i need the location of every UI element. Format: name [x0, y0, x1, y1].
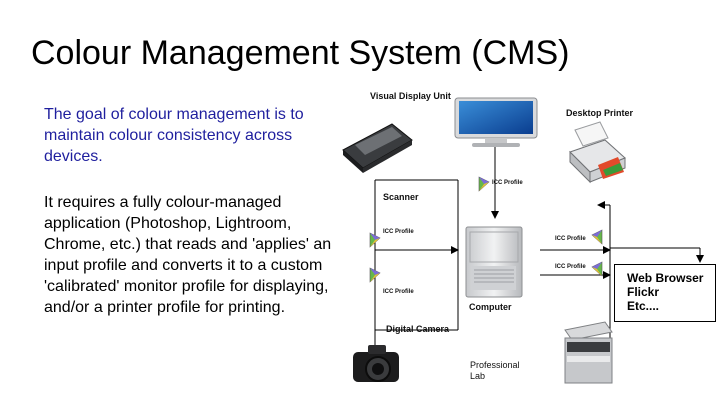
- icc-profile-label: ICC Profile: [383, 229, 414, 235]
- label-professional-lab: Professional Lab: [470, 360, 520, 381]
- icc-profile-label: ICC Profile: [555, 264, 586, 270]
- label-desktop-printer: Desktop Printer: [566, 108, 634, 118]
- icc-profile-label: ICC Profile: [492, 180, 523, 186]
- intro-text: The goal of colour management is to main…: [44, 106, 304, 165]
- printer-icon: [569, 121, 626, 184]
- icc-profile-label: ICC Profile: [555, 236, 586, 242]
- body-text: It requires a fully colour-managed appli…: [44, 194, 332, 316]
- web-browser-line: Web Browser: [627, 271, 704, 285]
- label-scanner: Scanner: [383, 192, 419, 202]
- icc-profile-label: ICC Profile: [383, 289, 414, 295]
- label-computer: Computer: [469, 302, 512, 312]
- slide-title: Colour Management System (CMS): [31, 34, 570, 72]
- flickr-line: Flickr: [627, 285, 660, 299]
- computer-icon: [465, 226, 523, 298]
- connector-lines: [374, 140, 704, 349]
- label-visual-display-unit: Visual Display Unit: [370, 91, 451, 101]
- label-digital-camera: Digital Camera: [386, 324, 450, 334]
- monitor-icon: [454, 97, 538, 147]
- camera-icon: [353, 345, 399, 382]
- lab-printer-icon: [564, 321, 613, 384]
- scanner-icon: [342, 123, 413, 173]
- icc-badge-icons: [369, 176, 603, 283]
- web-browser-box: Web Browser Flickr Etc....: [614, 264, 716, 322]
- etc-line: Etc....: [627, 299, 660, 313]
